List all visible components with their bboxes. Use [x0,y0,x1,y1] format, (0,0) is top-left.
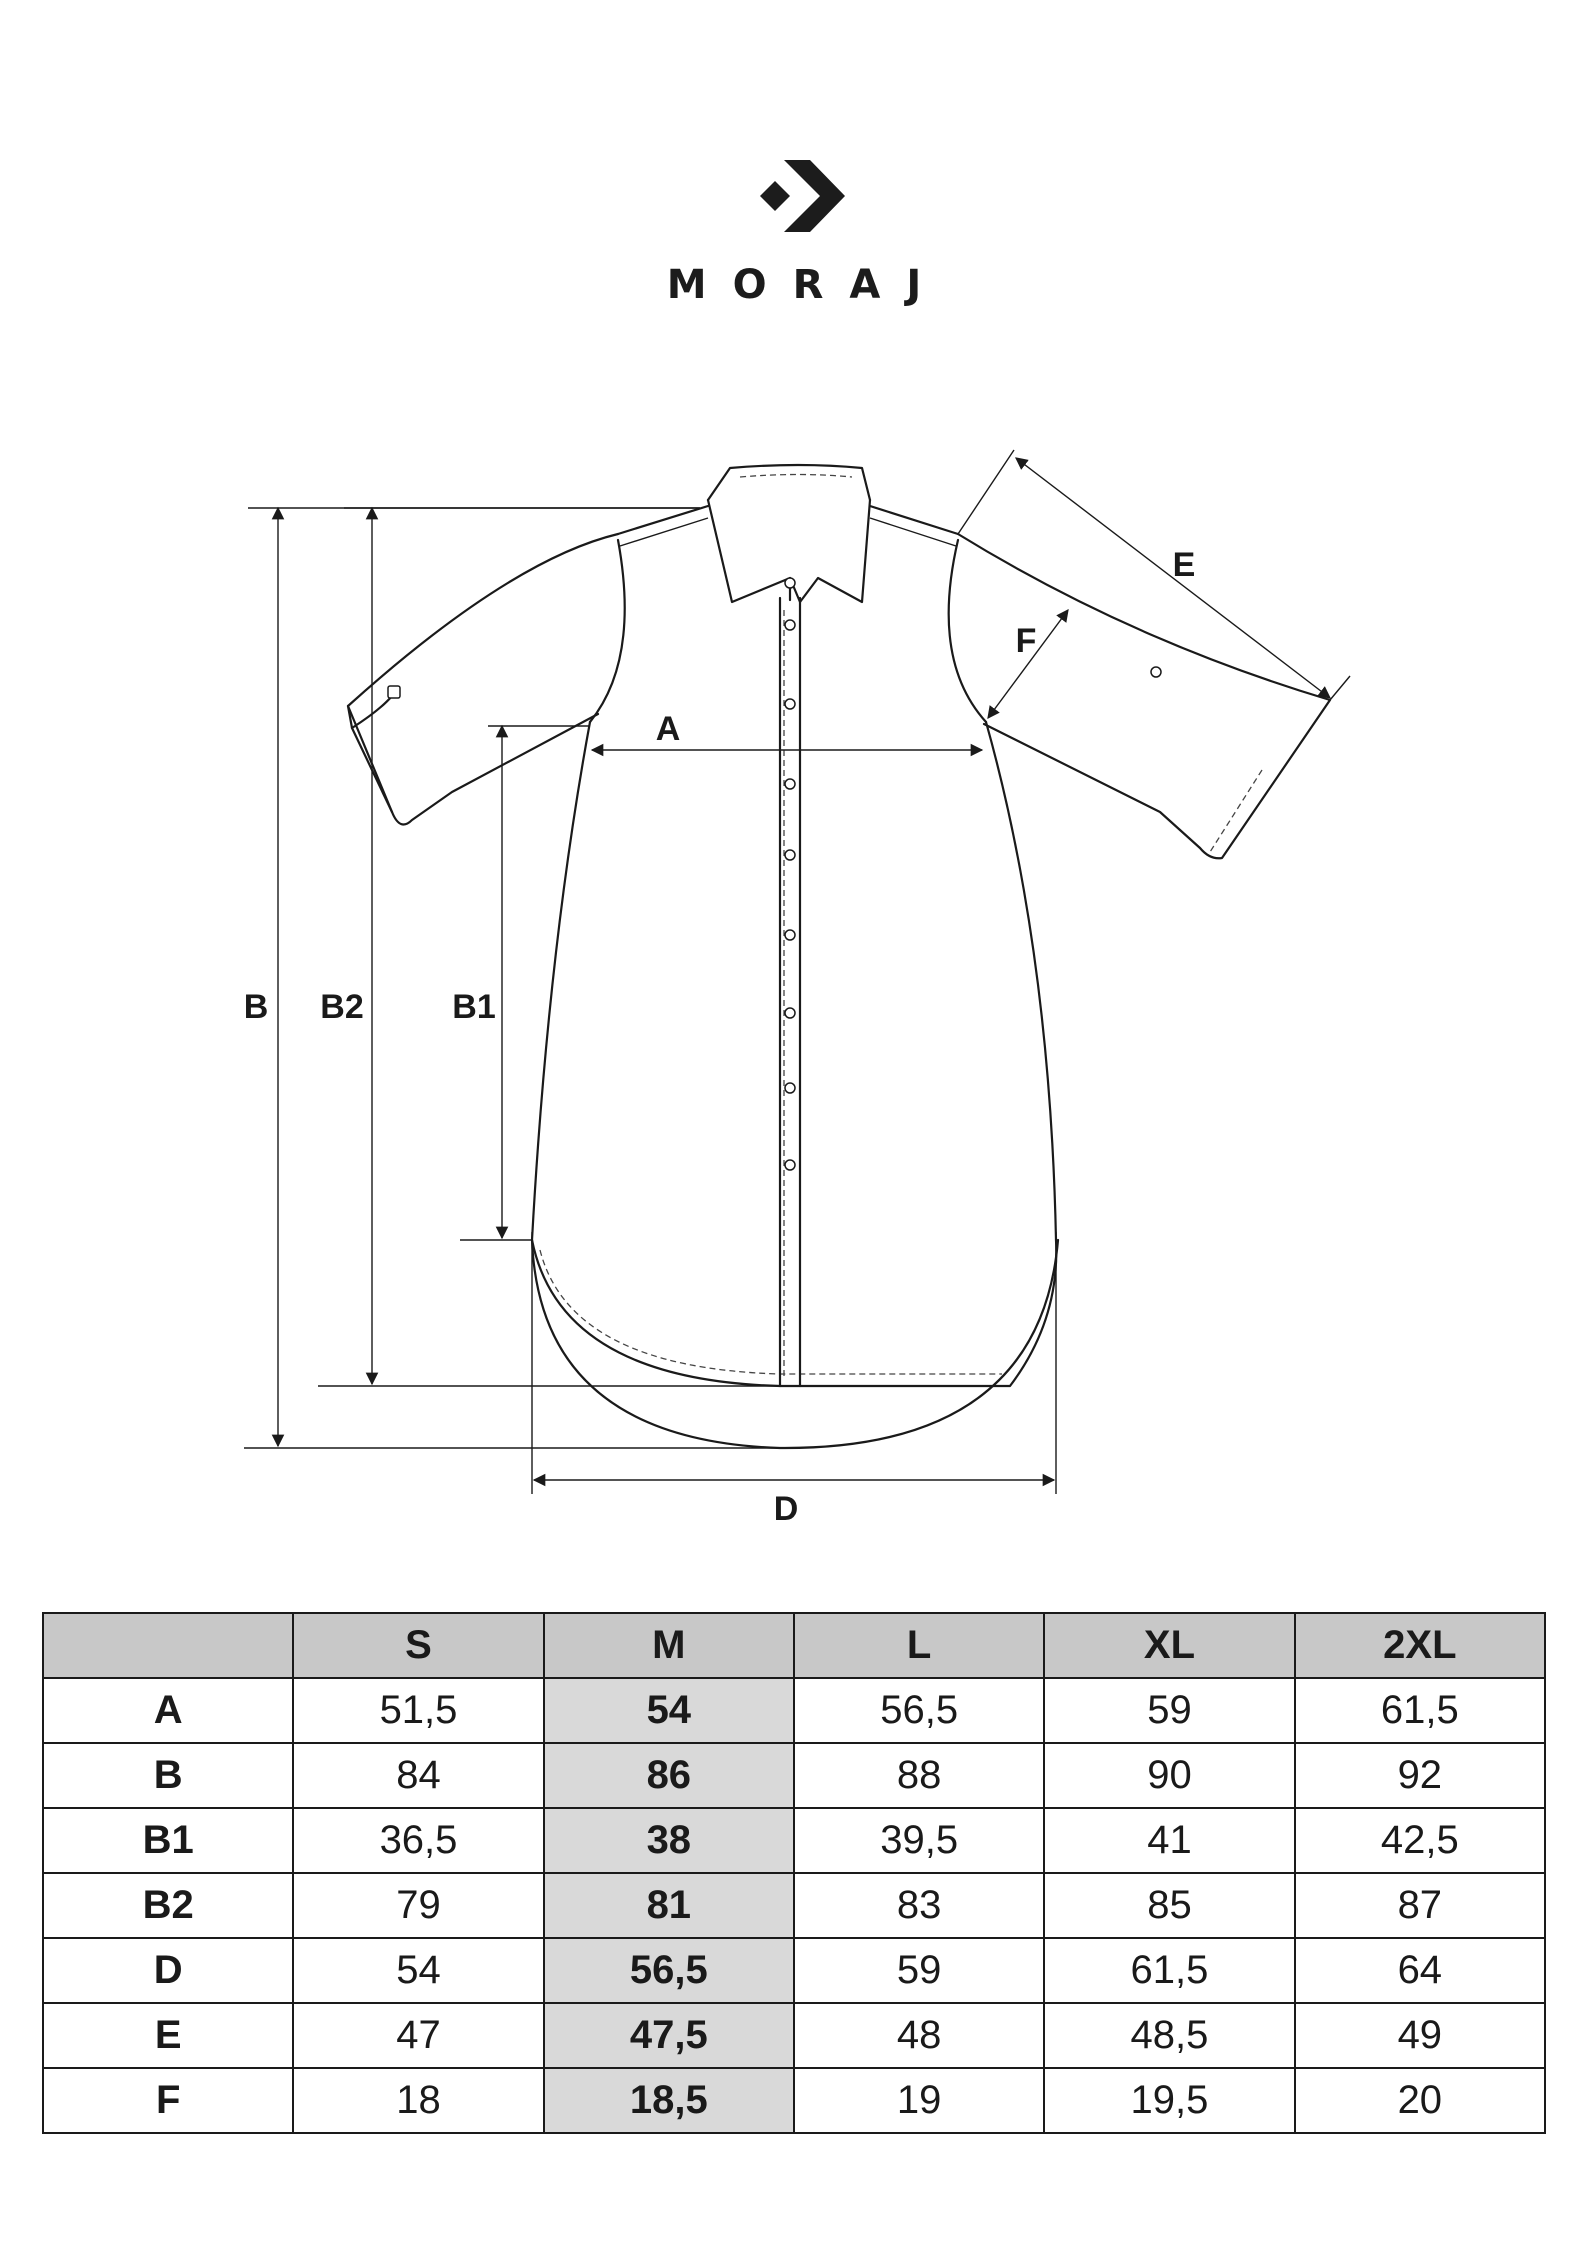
table-cell: 90 [1043,1742,1296,1809]
table-cell: 54 [292,1937,545,2004]
size-table: S M L XL 2XL A 51,5 54 56,5 59 61,5 B 84… [41,1612,1547,2134]
garment-diagram: B B2 B1 A D E F [244,449,1351,1528]
size-table-header-row: S M L XL 2XL [41,1612,1547,1679]
table-cell: 39,5 [792,1807,1046,1874]
dimension-F-line [987,608,1069,720]
table-cell-highlight: 56,5 [542,1937,795,2004]
table-cell: 48,5 [1043,2002,1296,2069]
row-label: E [41,2002,295,2069]
table-cell: 20 [1293,2067,1547,2134]
table-cell: 19 [792,2067,1046,2134]
brand-name: MORAJ [666,262,948,308]
label-B: B [244,988,269,1026]
header-corner-cell [41,1612,295,1679]
dimension-lines [271,457,1332,1487]
table-row: B1 36,5 38 39,5 41 42,5 [41,1807,1547,1874]
table-cell: 51,5 [292,1677,545,1744]
table-cell: 61,5 [1293,1677,1547,1744]
table-cell-highlight: 86 [542,1742,795,1809]
table-cell-highlight: 47,5 [542,2002,795,2069]
table-row: D 54 56,5 59 61,5 64 [41,1937,1547,2004]
table-cell: 59 [1043,1677,1296,1744]
label-D: D [774,1490,799,1528]
table-cell: 19,5 [1043,2067,1296,2134]
table-cell: 42,5 [1293,1807,1547,1874]
table-cell: 56,5 [792,1677,1046,1744]
table-cell: 41 [1043,1807,1296,1874]
table-cell-highlight: 38 [542,1807,795,1874]
table-cell: 87 [1293,1872,1547,1939]
table-cell: 84 [292,1742,545,1809]
row-label: D [41,1937,295,2004]
row-label: F [41,2067,295,2134]
table-cell: 61,5 [1043,1937,1296,2004]
extension-lines [244,449,1351,1494]
table-cell-highlight: 18,5 [542,2067,795,2134]
header-size-2XL: 2XL [1293,1612,1547,1679]
table-cell: 92 [1293,1742,1547,1809]
row-label: B1 [41,1807,295,1874]
dimension-E-line [1014,457,1332,699]
table-cell: 59 [792,1937,1046,2004]
table-cell: 49 [1293,2002,1547,2069]
row-label: A [41,1677,295,1744]
table-row: B 84 86 88 90 92 [41,1742,1547,1809]
table-cell-highlight: 54 [542,1677,795,1744]
table-cell: 83 [792,1872,1046,1939]
row-label: B [41,1742,295,1809]
table-cell: 36,5 [292,1807,545,1874]
table-row: F 18 18,5 19 19,5 20 [41,2067,1547,2134]
row-label: B2 [41,1872,295,1939]
table-cell: 47 [292,2002,545,2069]
table-cell: 79 [292,1872,545,1939]
table-cell: 88 [792,1742,1046,1809]
table-row: B2 79 81 83 85 87 [41,1872,1547,1939]
table-row: E 47 47,5 48 48,5 49 [41,2002,1547,2069]
table-row: A 51,5 54 56,5 59 61,5 [41,1677,1547,1744]
label-A: A [656,710,681,748]
table-cell: 48 [792,2002,1046,2069]
label-E: E [1173,546,1196,584]
label-B1: B1 [452,988,495,1026]
shirt-dress-outline [346,463,1332,1450]
table-cell: 85 [1043,1872,1296,1939]
header-size-XL: XL [1043,1612,1296,1679]
label-F: F [1016,622,1037,660]
table-cell-highlight: 81 [542,1872,795,1939]
table-cell: 64 [1293,1937,1547,2004]
header-size-S: S [292,1612,545,1679]
label-B2: B2 [320,988,363,1026]
header-size-M: M [542,1612,795,1679]
header-size-L: L [792,1612,1046,1679]
brand-logo [760,160,845,232]
table-cell: 18 [292,2067,545,2134]
arrow-diamond-logo-icon [760,160,845,232]
